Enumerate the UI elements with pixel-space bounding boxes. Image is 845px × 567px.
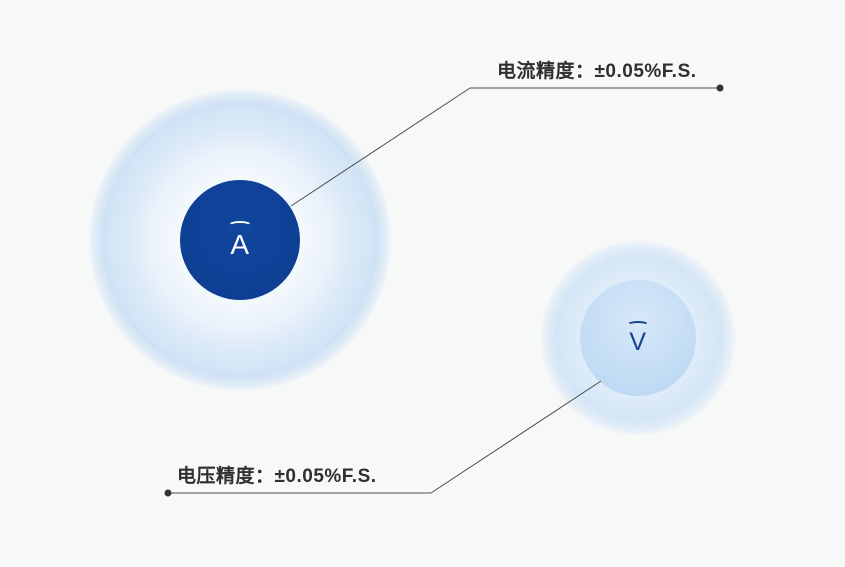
gauge-arc-icon xyxy=(627,321,649,329)
voltage-accuracy-label: 电压精度：±0.05%F.S. xyxy=(177,466,377,487)
current-leader-dot xyxy=(716,84,724,92)
voltage-leader-dot xyxy=(164,489,172,497)
ammeter-symbol: A xyxy=(230,229,250,260)
ammeter-core: A xyxy=(180,180,300,300)
gauge-arc-icon xyxy=(228,221,252,230)
voltmeter-core: V xyxy=(580,280,696,396)
voltmeter-symbol: V xyxy=(629,328,647,356)
current-accuracy-label: 电流精度：±0.05%F.S. xyxy=(497,61,697,82)
